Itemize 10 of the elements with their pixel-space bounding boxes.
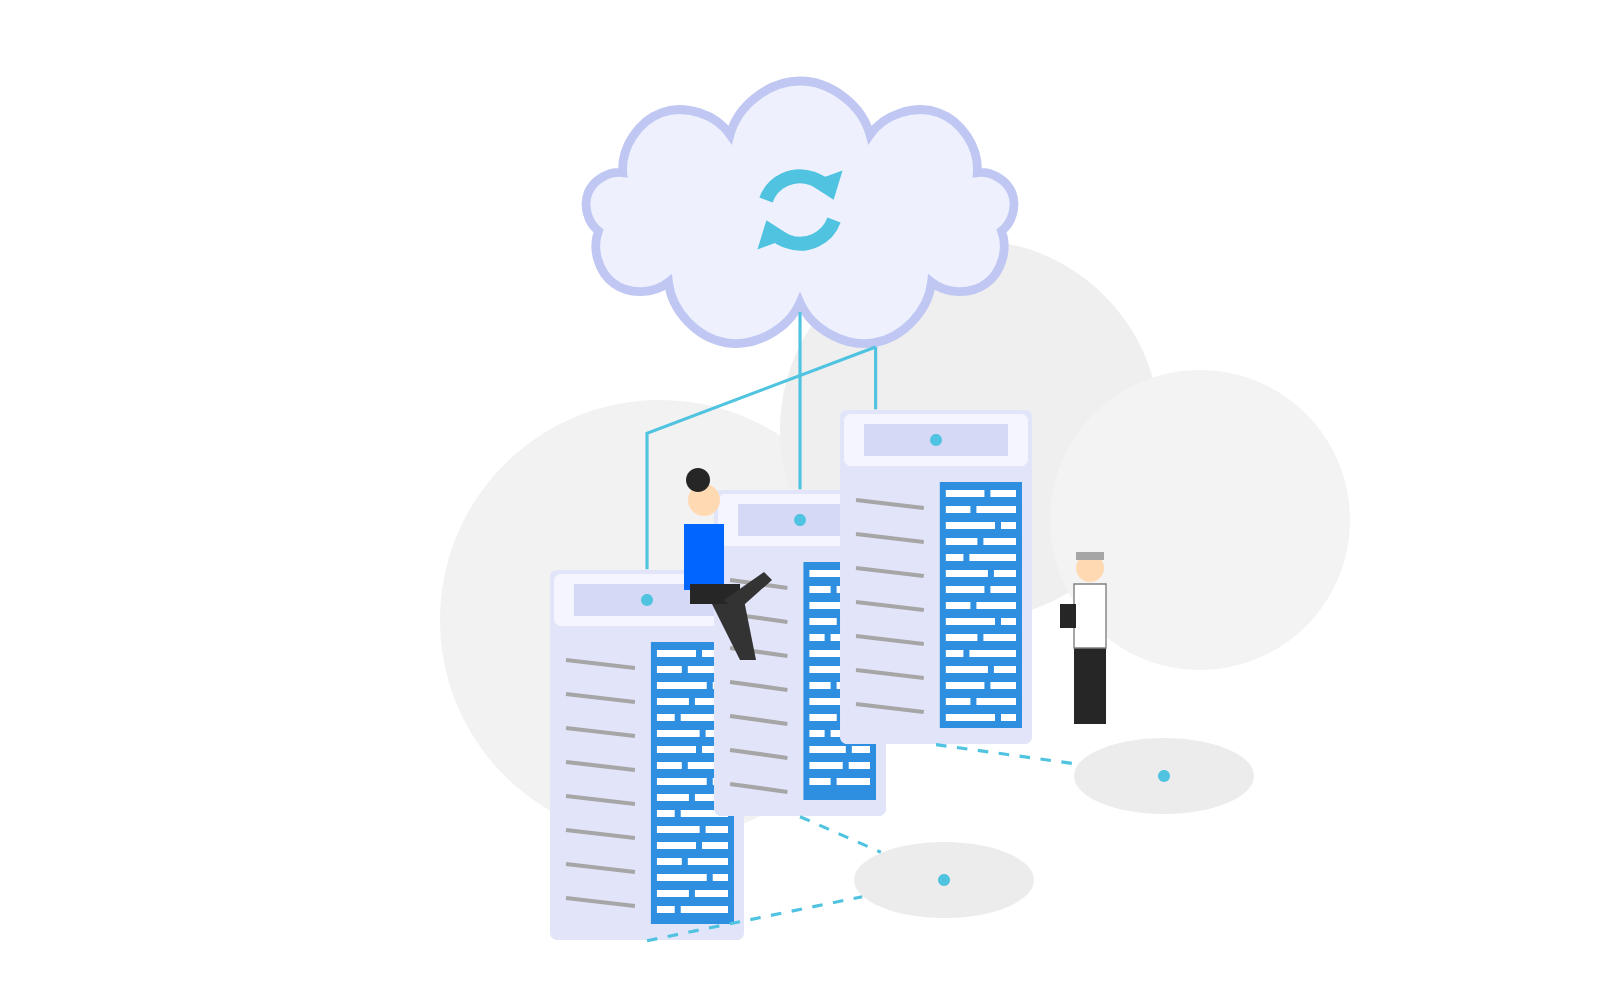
connector-line (645, 345, 877, 570)
connector-line (935, 743, 1078, 766)
connector-line (646, 895, 863, 943)
connector-line (798, 312, 802, 490)
floor-pad (1074, 738, 1254, 814)
cloud-shape (581, 76, 1019, 348)
server-tower (840, 410, 1032, 744)
connector-line (799, 815, 882, 854)
connector-line (874, 346, 878, 410)
floor-pad (854, 842, 1034, 918)
